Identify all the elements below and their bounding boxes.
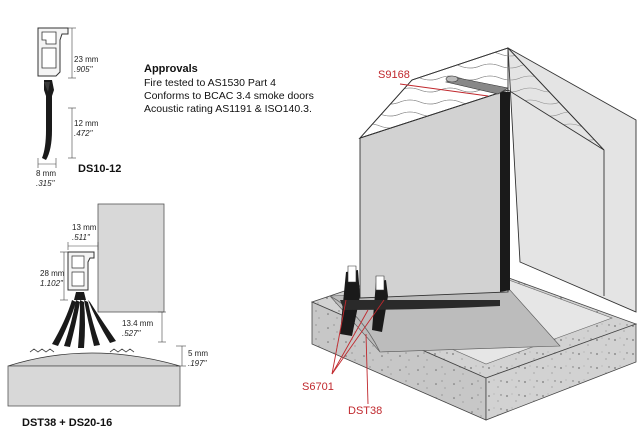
callout-leaders (331, 83, 489, 405)
dst38-seal-fins (52, 300, 116, 348)
bottom-brush-seals (340, 265, 500, 336)
dst-dim-gap-mm: 13.4 mm (122, 319, 153, 328)
ds10-12-profile (37, 27, 69, 160)
approvals-line-1: Fire tested to AS1530 Part 4 (144, 77, 276, 89)
dst-dim-height-in: 1.102" (40, 279, 64, 288)
door-top-wood (358, 47, 605, 151)
callout-s6701: S6701 (302, 381, 334, 393)
ds10-dim-bottom-mm: 12 mm (74, 119, 99, 128)
s9168-seal-strip (444, 75, 510, 292)
ds10-dim-top-in: .905" (74, 65, 94, 74)
ds10-dim-width-mm: 8 mm (36, 169, 56, 178)
ds10-dim-width-in: .315" (36, 179, 56, 188)
approvals-heading: Approvals (144, 63, 198, 75)
dst-dim-threshold-in: .197" (188, 359, 208, 368)
dst-dim-gap-in: .527" (122, 329, 142, 338)
approvals-line-2: Conforms to BCAC 3.4 smoke doors (144, 90, 314, 102)
dst38-door-panel (97, 203, 165, 313)
dst38-carrier (67, 251, 95, 300)
ds20-threshold (7, 348, 181, 367)
ds10-dimensions (37, 27, 76, 168)
dst-dimensions (60, 242, 186, 367)
dst-dim-width-in: .511" (72, 233, 91, 242)
dst-floor (7, 365, 181, 407)
dst-label: DST38 + DS20-16 (22, 417, 112, 429)
ds10-label: DS10-12 (78, 163, 121, 175)
callout-dst38: DST38 (348, 405, 382, 417)
approvals-line-3: Acoustic rating AS1191 & ISO140.3. (144, 103, 312, 115)
dst-dim-height-mm: 28 mm (40, 269, 65, 278)
dst-dim-threshold-mm: 5 mm (188, 349, 208, 358)
dst-dim-width-mm: 13 mm (72, 223, 97, 232)
ds10-dim-bottom-in: .472" (74, 129, 94, 138)
callout-s9168: S9168 (378, 69, 410, 81)
ds10-dim-top-mm: 23 mm (74, 55, 99, 64)
